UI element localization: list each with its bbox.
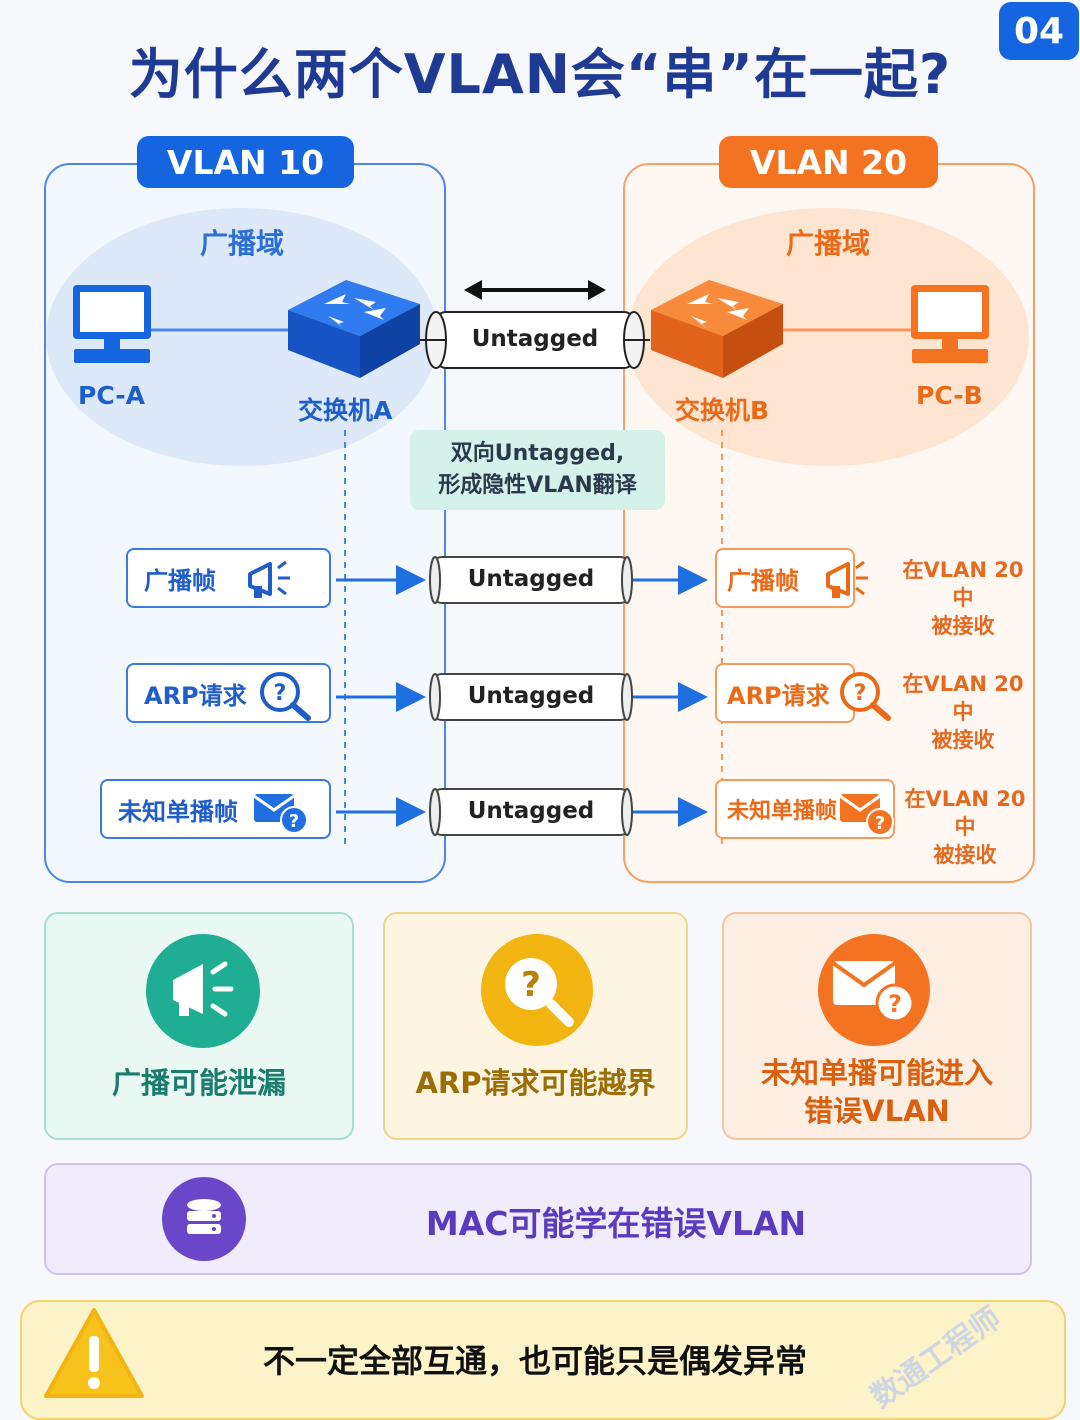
source-unknown-unicast-label: 未知单播帧 (118, 797, 238, 826)
target-broadcast-frame-label: 广播帧 (727, 566, 799, 595)
switch-a-label: 交换机A (298, 396, 393, 425)
footer-text: 不一定全部互通，也可能只是偶发异常 (262, 1342, 807, 1380)
mac-learning-card: MAC可能学在错误VLAN (44, 1163, 1032, 1275)
svg-text:?: ? (289, 811, 299, 832)
source-broadcast-frame-label: 广播帧 (144, 566, 216, 595)
implicit-translation-note: 双向Untagged, 形成隐性VLAN翻译 (410, 430, 665, 510)
received-note-1: 在VLAN 20中 被接收 (893, 556, 1033, 640)
envelope-question-icon: ? (818, 934, 930, 1046)
magnifier-question-icon: ? (840, 672, 891, 721)
pipe-label-3: Untagged (467, 798, 595, 824)
warning-icon (44, 1308, 144, 1398)
target-arp-request-label: ARP请求 (727, 681, 830, 710)
consequence-card-arp-cross: ? ARP请求可能越界 (383, 912, 688, 1140)
flow-arrows (336, 556, 708, 836)
received-note-1-line2: 被接收 (931, 614, 995, 638)
consequence-text-1: 广播可能泄漏 (111, 1066, 286, 1100)
consequence-text-3: 未知单播可能进入 错误VLAN (724, 1054, 1030, 1130)
trunk-link-label: Untagged (471, 326, 599, 352)
pipe-label-2: Untagged (467, 683, 595, 709)
pipe-label-1: Untagged (467, 566, 595, 592)
switch-b-label: 交换机B (675, 396, 770, 425)
received-note-3-line2: 被接收 (933, 843, 997, 867)
target-arp-request: ARP请求 (715, 663, 855, 723)
received-note-1-line1: 在VLAN 20中 (902, 558, 1024, 610)
received-note-2-line1: 在VLAN 20中 (902, 672, 1024, 724)
pc-a-label: PC-A (78, 381, 145, 410)
target-unknown-unicast-label: 未知单播帧 (727, 799, 838, 824)
received-note-2-line2: 被接收 (931, 728, 995, 752)
note-line-1: 双向Untagged, (450, 441, 625, 466)
broadcast-domain-label-left: 广播域 (200, 227, 285, 260)
switch-a-icon (288, 280, 420, 378)
pc-b-icon (911, 285, 989, 363)
svg-text:?: ? (888, 990, 902, 1018)
svg-text:?: ? (521, 965, 541, 1005)
broadcast-domain-label-right: 广播域 (786, 227, 871, 260)
note-line-2: 形成隐性VLAN翻译 (438, 473, 637, 498)
database-icon (162, 1177, 246, 1261)
consequence-card-unknown-unicast: ? 未知单播可能进入 错误VLAN (722, 912, 1032, 1140)
pc-b-label: PC-B (916, 381, 983, 410)
megaphone-icon (826, 560, 868, 598)
received-note-2: 在VLAN 20中 被接收 (893, 670, 1033, 754)
source-broadcast-frame: 广播帧 (126, 548, 331, 608)
consequence-text-3-line2: 错误VLAN (804, 1094, 950, 1128)
megaphone-icon (248, 560, 290, 598)
svg-text:?: ? (274, 681, 287, 706)
received-note-3: 在VLAN 20中 被接收 (895, 785, 1035, 869)
source-arp-request-label: ARP请求 (144, 681, 247, 710)
consequence-text-2: ARP请求可能越界 (415, 1066, 656, 1100)
magnifier-question-icon: ? (260, 672, 311, 721)
magnifier-question-icon: ? (481, 934, 593, 1046)
consequence-text-3-line1: 未知单播可能进入 (760, 1056, 993, 1090)
envelope-question-icon: ? (253, 794, 308, 834)
svg-text:?: ? (854, 681, 867, 706)
vlan20-tab: VLAN 20 (719, 136, 938, 188)
megaphone-icon (146, 934, 260, 1048)
svg-text:?: ? (875, 813, 885, 834)
switch-b-icon (651, 280, 783, 378)
page-number-badge: 04 (999, 2, 1079, 60)
consequence-card-broadcast-leak: 广播可能泄漏 (44, 912, 354, 1140)
target-broadcast-frame: 广播帧 (715, 548, 855, 608)
page-title: 为什么两个VLAN会“串”在一起? (128, 43, 952, 106)
vlan10-tab: VLAN 10 (137, 136, 354, 188)
envelope-question-icon: ? (839, 794, 894, 836)
pc-a-icon (73, 285, 151, 363)
received-note-3-line1: 在VLAN 20中 (904, 787, 1026, 839)
mac-learning-text: MAC可能学在错误VLAN (425, 1204, 807, 1243)
